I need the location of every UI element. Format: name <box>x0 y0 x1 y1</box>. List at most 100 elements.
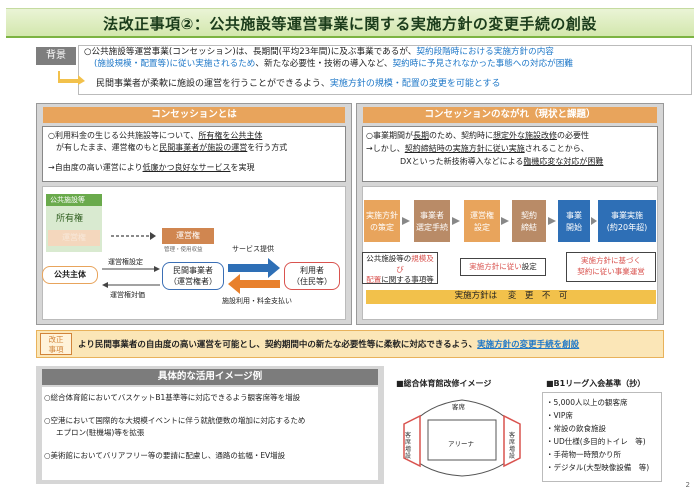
callout-highlight: 配置 <box>366 275 382 284</box>
background-highlight: 契約段階時における実施方針の内容 <box>416 47 554 57</box>
service-arrows <box>228 258 280 294</box>
background-line-1: ○公共施設等運営事業(コンセッション)は、長期間(平均23年間)に及ぶ事業である… <box>84 46 554 58</box>
background-text: ○公共施設等運営事業(コンセッション)は、長期間(平均23年間)に及ぶ事業である… <box>84 47 417 57</box>
revision-text-main: より民間事業者の自由度の高い運営を可能とし、契約期間中の新たな必要性等に柔軟に対… <box>78 340 478 350</box>
fee-label: 施設利用・料金支払い <box>222 297 292 305</box>
page-number: 2 <box>685 481 690 489</box>
callout-text: に関する事項等 <box>381 275 434 284</box>
background-highlight: (施設規模・配置等)に従い実施されるため <box>94 59 256 69</box>
revision-text-highlight: 実施方針の変更手続を創設 <box>477 340 580 350</box>
flow-step-4: 契約 締結 <box>512 200 546 242</box>
flow-description <box>362 126 658 182</box>
policy-status-label: 実施方針は <box>454 291 498 301</box>
text-underlined: 所有権を公共主体 <box>198 131 263 140</box>
background-highlight: 契約時に予見されなかった事態への対応が困難 <box>392 59 573 69</box>
users-sub: （住民等） <box>292 277 332 286</box>
public-entity: 公共主体 <box>42 266 98 284</box>
flow-step-label: 契約 <box>521 211 537 220</box>
flow-step-label: 開始 <box>566 223 582 232</box>
callout-highlight: 実施方針に従い <box>469 262 522 271</box>
policy-status-bar: 実施方針は 変 更 不 可 <box>366 290 656 304</box>
operating-right-faded: 運営権 <box>48 230 100 246</box>
flow-header: コンセッションのながれ（現状と課題） <box>363 107 657 123</box>
b1-item: ・デジタル(大型映像設備 等) <box>546 463 650 472</box>
text: されることから、 <box>524 144 589 153</box>
revision-label: 改正 事項 <box>40 333 72 355</box>
operator-label: 民間事業者 <box>173 266 213 275</box>
background-label: 背景 <box>36 47 76 65</box>
gym-added-right: 客席増設 <box>509 432 516 460</box>
operator-sub: （運営権者） <box>169 277 217 286</box>
callout-operation: 実施方針に基づく 契約に従い事業運営 <box>566 252 656 282</box>
flow-step-2: 事業者 選定手続 <box>414 200 450 242</box>
private-operator: 民間事業者 （運営権者） <box>162 262 224 290</box>
background-box <box>78 45 692 95</box>
flow-arrows <box>402 217 597 225</box>
flow-step-3: 運営権 設定 <box>464 200 500 242</box>
flow-step-label: 締結 <box>521 223 537 232</box>
operating-right-sub: 管理・使用収益 <box>164 247 203 253</box>
facility-label: 公共施設等 <box>46 194 102 206</box>
callout-setting: 実施方針に従い設定 <box>460 258 546 276</box>
text: ○利用料金の生じる公共施設等について、 <box>48 131 199 140</box>
b1-title: ■B1リーグ入会基準（抄） <box>546 379 646 388</box>
text-underlined: 臨機応変な対応が困難 <box>523 157 604 166</box>
b1-item: ・常設の飲食施設 <box>546 424 606 433</box>
flow-step-label: 事業実施 <box>611 211 643 220</box>
callout-text: 公共施設等の <box>366 254 412 263</box>
transfer-arrow-icon <box>110 232 156 240</box>
text: ○事業期間が <box>366 131 413 140</box>
example-item-2: ○空港において国際的な大規模イベントに伴う就航便数の増加に対応するため <box>44 416 306 425</box>
title-bar: 法改正事項②：公共施設等運営事業に関する実施方針の変更手続の創設 <box>6 8 694 38</box>
examples-header: 具体的な活用イメージ例 <box>42 369 378 385</box>
background-text: 民間事業者が柔軟に施設の運営を行うことができるよう、 <box>96 79 330 89</box>
b1-item: ・VIP席 <box>546 411 573 420</box>
concession-flow-arrows <box>102 266 160 288</box>
text-underlined: 想定外な施設改修 <box>492 131 557 140</box>
background-text: 、新たな必要性・技術の導入など、 <box>255 59 393 69</box>
flow-step-label: 運営権 <box>470 211 494 220</box>
users: 利用者 （住民等） <box>284 262 340 290</box>
ownership-label: 所有権 <box>56 214 84 224</box>
flow-step-label: 事業者 <box>420 211 444 220</box>
background-highlight: 実施方針の規模・配置の変更を可能とする <box>329 79 501 89</box>
concession-text-2: が有したまま、運営権のもと民間事業者が施設の運営を行う方式 <box>56 142 287 154</box>
flow-step-label: 設定 <box>474 223 490 232</box>
examples-body <box>42 387 378 480</box>
example-item-2b: エプロン(駐機場)等を拡張 <box>56 428 145 437</box>
flow-step-label: の策定 <box>370 223 394 232</box>
flow-step-label: (約20年超) <box>606 223 648 232</box>
policy-status-value: 変 更 不 可 <box>507 291 568 301</box>
consideration-label: 運営権対価 <box>110 291 145 299</box>
callout-highlight: 規模及び <box>396 254 434 274</box>
concession-text-1: ○利用料金の生じる公共施設等について、所有権を公共主体 <box>48 130 262 142</box>
flow-step-label: 事業 <box>566 211 582 220</box>
callout-highlight: 実施方針に基づく <box>581 256 641 265</box>
flow-step-label: 選定手続 <box>416 223 448 232</box>
text-underlined: 民間事業者が施設の運営 <box>159 143 248 152</box>
b1-item: ・UD仕様(多目的トイレ 等) <box>546 437 646 446</box>
text-underlined: 契約締結時の実施方針に従い実施 <box>404 144 525 153</box>
gym-title: ■総合体育館改修イメージ <box>396 379 492 388</box>
service-label: サービス提供 <box>232 245 274 253</box>
flow-text-3: DXといった新技術導入などによる臨機応変な対応が困難 <box>400 156 603 168</box>
text: →自由度の高い運営により <box>48 163 143 172</box>
set-right-label: 運営権設定 <box>108 258 143 266</box>
concession-description <box>42 126 346 182</box>
concession-header: コンセッションとは <box>43 107 345 123</box>
flow-step-6: 事業実施 (約20年超) <box>598 200 656 242</box>
revision-strip <box>36 330 664 358</box>
revision-label-line: 事項 <box>48 345 64 354</box>
concession-text-3: →自由度の高い運営により低廉かつ良好なサービスを実現 <box>48 162 255 174</box>
background-line-3: 民間事業者が柔軟に施設の運営を行うことができるよう、実施方針の規模・配置の変更を… <box>96 78 501 90</box>
gym-diagram <box>403 399 521 477</box>
flow-step-5: 事業 開始 <box>558 200 590 242</box>
revision-text: より民間事業者の自由度の高い運営を可能とし、契約期間中の新たな必要性等に柔軟に対… <box>78 338 579 350</box>
text: を実現 <box>230 163 255 172</box>
text-underlined: 長期 <box>412 131 429 140</box>
b1-item: ・手荷物一時預かり所 <box>546 450 621 459</box>
text: のため、契約時に <box>428 131 493 140</box>
callout-highlight: 契約に従い事業運営 <box>577 266 645 276</box>
background-line-2: (施設規模・配置等)に従い実施されるため、新たな必要性・技術の導入など、契約時に… <box>94 58 573 70</box>
yellow-arrow-icon <box>58 71 85 85</box>
